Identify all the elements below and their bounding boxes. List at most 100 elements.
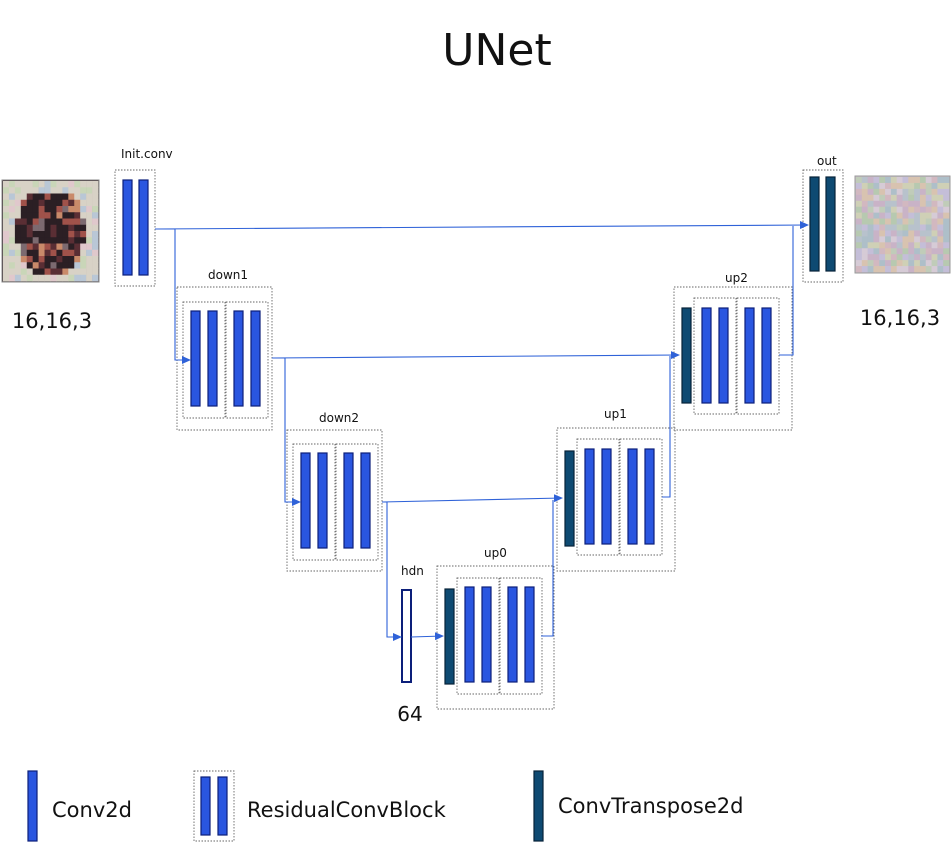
output-pixel [896, 194, 903, 202]
input-pixel [56, 274, 63, 282]
arrow-down2-to-hdn [382, 501, 402, 641]
input-pixel [44, 218, 51, 226]
input-pixel [26, 212, 33, 219]
input-pixel [32, 274, 39, 282]
input-pixel [56, 206, 63, 213]
output-pixel [861, 260, 868, 267]
input-pixel [86, 212, 93, 219]
output-pixel [914, 242, 921, 249]
input-pixel [50, 193, 57, 201]
output-pixel [896, 230, 903, 237]
output-pixel [873, 224, 880, 231]
input-pixel [14, 262, 22, 269]
conv2d-bar [190, 310, 201, 407]
input-pixel [56, 231, 63, 238]
input-pixel [8, 193, 16, 201]
output-pixel [925, 266, 932, 273]
input-pixel [32, 268, 39, 276]
input-pixel [50, 212, 57, 219]
conv2d-bar [718, 307, 729, 404]
input-pixel [8, 274, 16, 282]
input-pixel [74, 199, 81, 207]
input-pixel [14, 256, 22, 263]
output-pixel [873, 248, 880, 255]
input-pixel [74, 206, 81, 213]
output-pixel [861, 177, 868, 184]
legend-residual-icon [193, 770, 235, 842]
output-pixel [937, 188, 944, 196]
output-pixel [885, 266, 892, 273]
input-pixel [20, 224, 28, 232]
input-pixel [50, 274, 57, 282]
input-pixel [38, 199, 45, 207]
output-pixel [861, 242, 868, 249]
input-pixel [68, 249, 75, 257]
output-pixel [885, 188, 892, 196]
input-pixel [74, 181, 81, 188]
input-pixel [3, 212, 10, 219]
arrow-up0-to-up1 [541, 500, 554, 637]
input-pixel [3, 231, 10, 238]
output-pixel [896, 177, 903, 184]
input-pixel [44, 262, 51, 269]
output-pixel [914, 206, 921, 213]
input-pixel [92, 199, 99, 207]
input-pixel [56, 212, 63, 219]
input-pixel [26, 187, 33, 194]
hidden-size-label: 64 [397, 702, 422, 726]
output-pixel [908, 206, 915, 213]
input-pixel [32, 243, 39, 251]
conv2d-bar [360, 452, 371, 549]
input-pixel [74, 237, 81, 244]
output-pixel [937, 224, 944, 231]
output-pixel [925, 236, 932, 243]
input-pixel [20, 231, 28, 238]
input-pixel [74, 231, 81, 238]
output-pixel [931, 248, 938, 255]
conv2d-bar [584, 448, 595, 545]
input-pixel [14, 237, 22, 244]
residual-block [693, 297, 737, 415]
input-pixel [92, 237, 99, 244]
output-pixel [908, 177, 915, 184]
output-pixel [861, 194, 868, 202]
input-pixel [3, 224, 10, 232]
output-pixel [908, 260, 915, 267]
diagram-title: UNet [442, 25, 551, 76]
output-pixel [856, 200, 863, 207]
output-pixel [885, 218, 892, 225]
output-pixel [867, 248, 874, 255]
input-pixel [26, 243, 33, 251]
input-pixel [56, 268, 63, 276]
output-pixel [937, 242, 944, 249]
output-pixel [931, 206, 938, 213]
input-pixel [80, 193, 87, 201]
output-pixel [908, 266, 915, 273]
output-pixel [890, 254, 897, 261]
input-pixel [44, 193, 51, 201]
input-pixel [44, 206, 51, 213]
convtranspose2d-bar [444, 588, 455, 685]
output-pixel [931, 177, 938, 184]
input-pixel [74, 268, 81, 276]
arrow-down1-to-down2 [272, 357, 301, 506]
input-pixel [20, 212, 28, 219]
block-out: out [802, 154, 844, 283]
residual-block [619, 438, 663, 556]
input-pixel [56, 262, 63, 269]
output-pixel [902, 188, 909, 196]
residual-block [456, 577, 500, 695]
input-pixel [62, 243, 69, 251]
input-pixel [62, 249, 69, 257]
input-pixel [68, 224, 75, 232]
input-pixel [3, 249, 10, 257]
input-pixel [74, 274, 81, 282]
output-pixel [873, 188, 880, 196]
input-pixel [92, 181, 99, 188]
output-pixel [879, 182, 886, 190]
input-pixel [62, 206, 69, 213]
output-pixel [873, 236, 880, 243]
input-pixel [86, 237, 93, 244]
output-pixel [856, 236, 863, 243]
block-up2: up2 [673, 271, 793, 431]
